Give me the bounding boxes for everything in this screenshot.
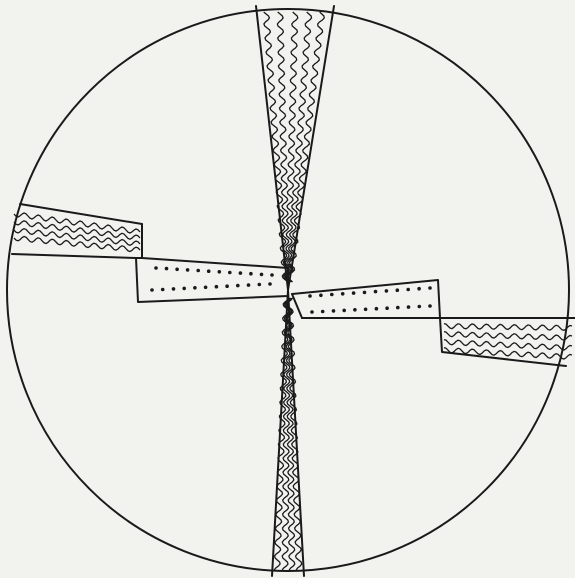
right-stepped-block: [292, 280, 575, 366]
dot: [154, 266, 158, 270]
dot: [228, 271, 232, 275]
dot: [385, 306, 389, 310]
dot: [332, 309, 336, 313]
dot: [375, 307, 379, 311]
dot: [417, 287, 421, 291]
dot: [260, 273, 264, 277]
dot: [406, 288, 410, 292]
dot: [418, 305, 422, 309]
dot: [341, 292, 345, 296]
dot: [161, 288, 165, 292]
dot: [215, 285, 219, 289]
dot: [193, 286, 197, 290]
dot: [363, 291, 367, 295]
dot: [385, 289, 389, 293]
dot: [182, 287, 186, 291]
wavy-line: [444, 340, 572, 351]
dot: [428, 304, 432, 308]
dot: [249, 272, 253, 276]
dot: [407, 305, 411, 309]
dot: [207, 269, 211, 273]
dot: [374, 290, 378, 294]
dot: [321, 310, 325, 314]
dot: [396, 306, 400, 310]
dot: [150, 288, 154, 292]
wavy-line: [444, 348, 572, 359]
wavy-line: [14, 237, 140, 252]
dot: [204, 286, 208, 290]
dot: [342, 309, 346, 313]
wavy-line: [287, 12, 312, 282]
dot: [239, 271, 243, 275]
left-dotted-band: [150, 266, 274, 292]
left-wavy-band: [14, 213, 140, 252]
dot: [258, 283, 262, 287]
dot: [353, 308, 357, 312]
dot: [310, 310, 314, 314]
left-stepped-block: [12, 204, 288, 302]
dot: [236, 284, 240, 288]
dot: [428, 286, 432, 290]
dot: [247, 283, 251, 287]
dot: [186, 268, 190, 272]
wavy-line: [444, 324, 572, 331]
dot: [308, 294, 312, 298]
dot: [172, 287, 176, 291]
dot: [396, 288, 400, 292]
dot: [225, 284, 229, 288]
wavy-line: [444, 332, 572, 341]
dot: [175, 268, 179, 272]
wavy-line: [14, 229, 140, 246]
dot: [196, 269, 200, 273]
dot: [268, 282, 272, 286]
dot: [352, 291, 356, 295]
dot: [165, 267, 169, 271]
dot: [364, 308, 368, 312]
dot: [218, 270, 222, 274]
dot: [319, 294, 323, 298]
dot: [270, 273, 274, 277]
wavy-line: [288, 12, 324, 282]
dot: [330, 293, 334, 297]
